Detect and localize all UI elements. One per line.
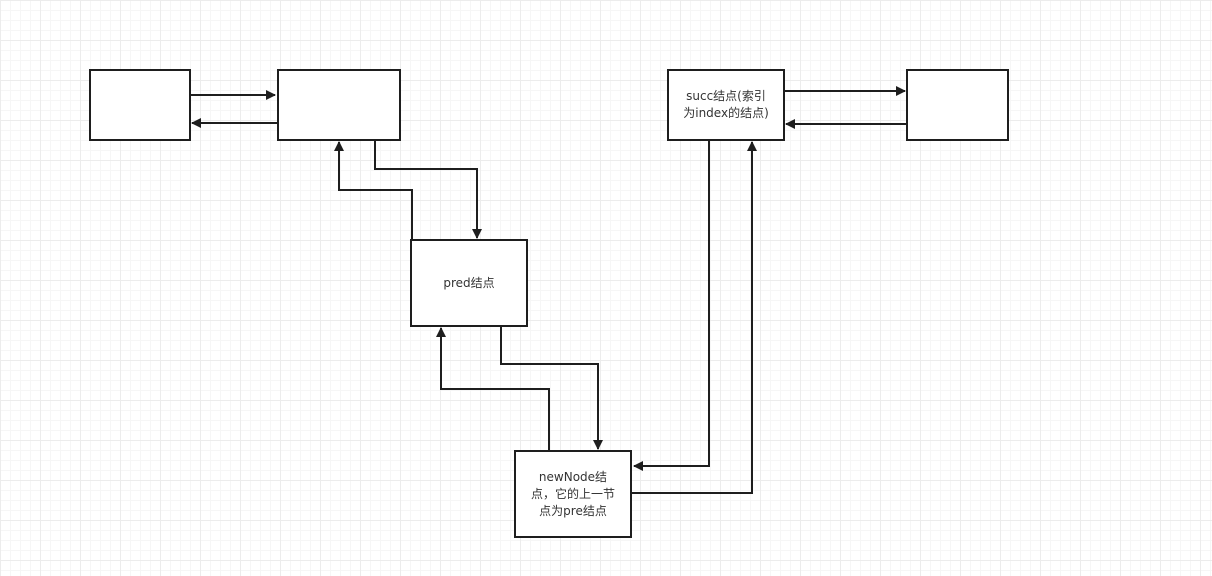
node-left-a[interactable] xyxy=(89,69,191,141)
edge-succ-to-new-node xyxy=(633,140,710,471)
edge-left-b-to-pred xyxy=(374,140,482,239)
node-left-b[interactable] xyxy=(277,69,401,141)
node-pred[interactable]: pred结点 xyxy=(410,239,528,327)
node-right[interactable] xyxy=(906,69,1009,141)
edge-new-node-to-pred xyxy=(436,327,550,451)
edge-pred-to-left-b xyxy=(334,141,413,240)
edge-new-node-to-succ xyxy=(632,141,757,494)
node-new-node[interactable]: newNode结 点，它的上一节 点为pre结点 xyxy=(514,450,632,538)
node-succ[interactable]: succ结点(索引 为index的结点) xyxy=(667,69,785,141)
edge-pred-to-new-node xyxy=(500,326,603,450)
